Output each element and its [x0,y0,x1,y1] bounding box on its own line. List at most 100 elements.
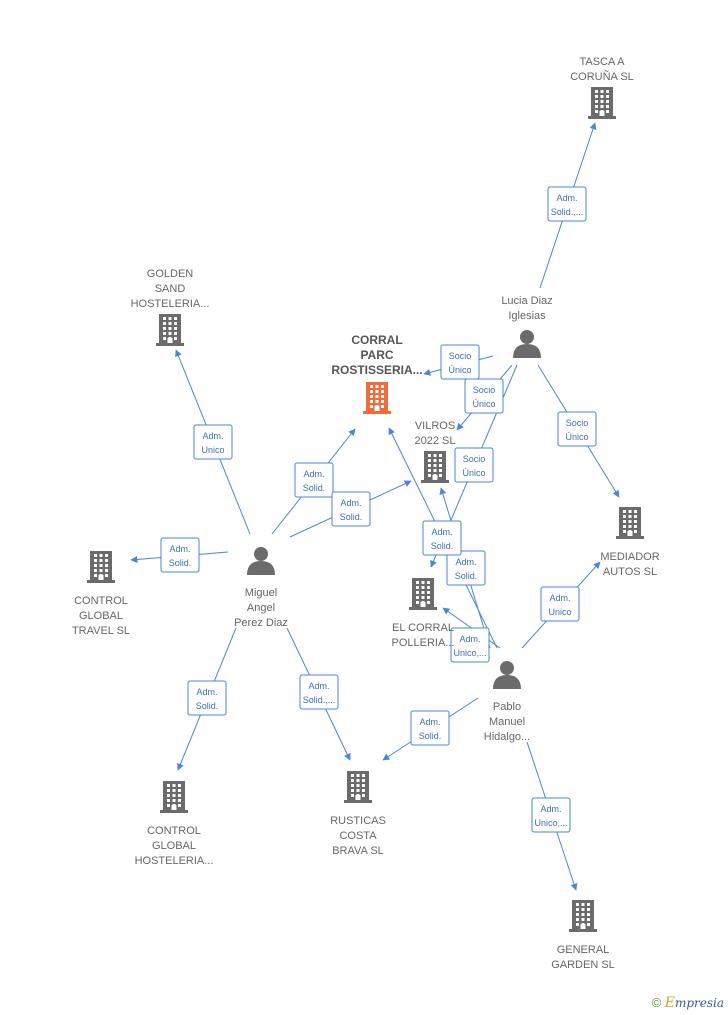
node-label: POLLERIA... [392,637,455,649]
edge-label-text: Unico [201,445,224,455]
node-label: GLOBAL [152,840,196,852]
edge-label-text: Socio [566,418,589,428]
node-label: GARDEN SL [551,959,615,971]
copyright-symbol: © [651,995,662,1010]
node-label: VILROS [415,420,455,432]
edge-label-text: Solid.,... [303,695,336,705]
building-icon [87,551,115,583]
edge-label-text: Solid. [419,731,442,741]
edge-label-box [299,674,339,710]
node-label: EL CORRAL [392,622,454,634]
edge-label-box [547,186,587,222]
edge-label-text: Adm. [303,469,324,479]
edge-label-pablo-to-general[interactable]: Adm. Unico,... [531,797,571,833]
node-label: RUSTICAS [330,815,386,827]
company-node-general[interactable]: GENERAL GARDEN SL [551,900,615,971]
edge-labels-layer: Adm.Solid.,...SocioÚnicoSocioÚnicoSocioÚ… [160,186,597,833]
building-icon [569,900,597,932]
edge-label-text: Unico [548,607,571,617]
node-label: HOSTELERIA... [131,298,210,310]
building-icon [344,771,372,803]
edge-label-text: Unico,... [453,648,486,658]
node-label: TRAVEL SL [72,625,130,637]
company-node-corral[interactable]: CORRALPARCROSTISSERIA... [331,333,423,414]
edge-label-text: Único [462,468,485,478]
company-node-vilros[interactable]: VILROS 2022 SL [415,420,456,483]
node-label: Angel [247,602,275,614]
edge-label-text: Adm. [455,557,476,567]
edge-label-miguel-to-corral[interactable]: Adm.Solid. [294,462,334,498]
edge-label-box [557,411,597,447]
node-label: GOLDEN [147,268,194,280]
node-label: Pablo [493,701,521,713]
node-label: CONTROL [74,595,128,607]
edge-label-miguel-to-golden[interactable]: Adm. Unico [193,424,233,460]
edge-label-text: Socio [463,454,486,464]
edge-label-text: Solid.,... [551,207,584,217]
edge-label-pablo-to-rusticas[interactable]: Adm. Solid. [410,710,450,746]
edge-label-pablo-to-vilros[interactable]: Adm. Solid. [446,550,486,586]
edge-label-miguel-to-control_host[interactable]: Adm.Solid. [187,680,227,716]
company-node-elcorral[interactable]: EL CORRAL POLLERIA... [392,578,455,649]
edge-label-pablo-to-elcorral[interactable]: Adm. Unico,... [450,627,490,663]
edge-label-lucia-to-tasca[interactable]: Adm.Solid.,... [547,186,587,222]
edge-label-text: Adm. [549,593,570,603]
edge-label-box [464,378,504,414]
edge-label-text: Solid. [455,571,478,581]
node-label: CORRAL [351,333,402,347]
node-label: CORUÑA SL [570,70,634,83]
node-label: GLOBAL [79,610,123,622]
edge-label-miguel-to-vilros[interactable]: Adm.Solid. [331,491,371,527]
edge-label-text: Adm. [308,681,329,691]
edge-label-miguel-to-rusticas[interactable]: Adm. Solid.,... [299,674,339,710]
edge-label-text: Adm. [459,634,480,644]
node-label: Lucia Diaz [501,295,552,307]
edge-label-text: Adm. [419,717,440,727]
edge-label-box [294,462,334,498]
edge-label-box [440,344,480,380]
building-icon [409,578,437,610]
edge-label-miguel-to-control_travel[interactable]: Adm. Solid. [160,537,200,573]
company-node-golden[interactable]: GOLDENSANDHOSTELERIA... [131,268,210,346]
edge-label-pablo-to-corral[interactable]: Adm.Solid. [422,520,462,556]
node-label: CONTROL [147,825,201,837]
edge-label-box [160,537,200,573]
edge-label-text: Adm. [202,431,223,441]
edge-label-box [540,586,580,622]
node-label: 2022 SL [415,435,456,447]
node-label: Manuel [489,716,525,728]
node-label: Iglesias [508,310,546,322]
edge-label-text: Unico,... [534,818,567,828]
edge-label-box [331,491,371,527]
node-label: GENERAL [557,944,610,956]
company-node-control_host[interactable]: CONTROLGLOBALHOSTELERIA... [135,781,214,867]
edge-label-text: Adm. [540,804,561,814]
node-label: MEDIADOR [600,551,659,563]
edge-label-box [454,447,494,483]
edge-label-text: Adm. [431,527,452,537]
brand-initial: E [664,995,675,1011]
building-icon [616,507,644,539]
edge-label-text: Único [565,432,588,442]
person-icon [247,547,275,575]
edge-label-text: Socio [473,385,496,395]
person-node-pablo[interactable]: PabloManuelHidalgo... [484,661,530,743]
edge-label-text: Solid. [169,558,192,568]
edge-label-text: Solid. [340,512,363,522]
edge-label-pablo-to-mediador[interactable]: Adm. Unico [540,586,580,622]
edge-label-text: Adm. [169,544,190,554]
company-node-control_travel[interactable]: CONTROL GLOBAL TRAVEL SL [72,551,130,637]
node-label: ROSTISSERIA... [331,363,422,377]
brand-name: mpresia [674,996,724,1010]
empresia-brand[interactable]: © Empresia [652,995,724,1011]
